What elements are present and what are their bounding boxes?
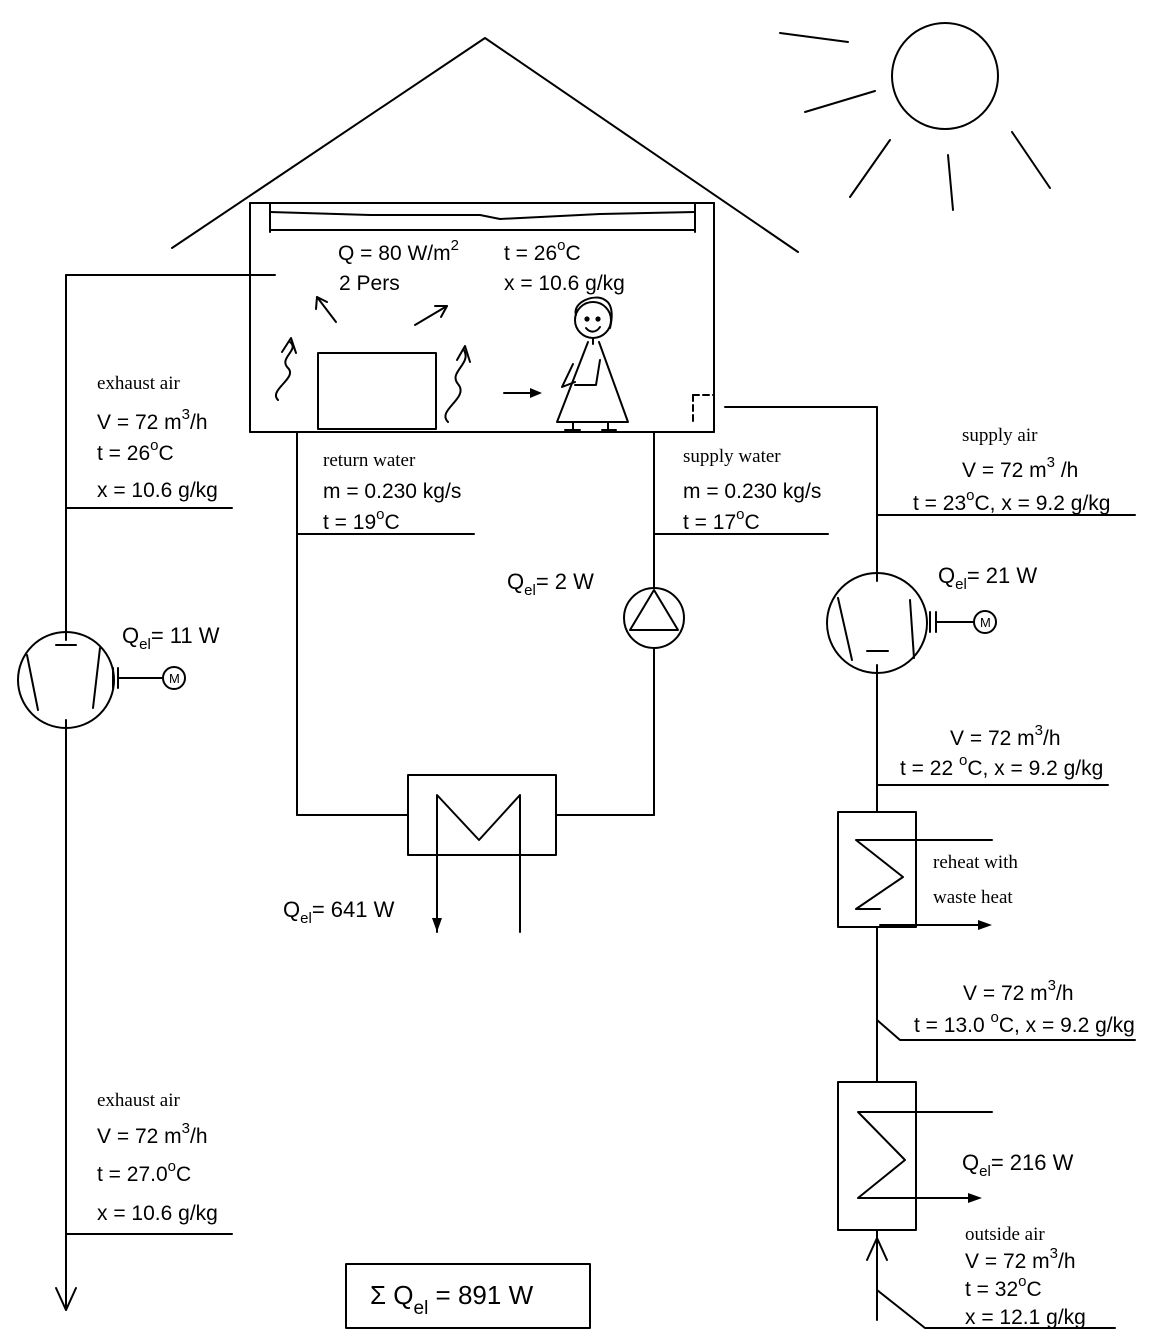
exhaust-duct: [55, 274, 276, 1311]
after-reheat-conditions: t = 22 oC, x = 9.2 g/kg: [900, 752, 1103, 780]
pump-icon: [623, 587, 685, 649]
exhaust-top-flow: V = 72 m3/h: [97, 406, 208, 434]
exhaust-bottom-humidity: x = 10.6 g/kg: [97, 1202, 218, 1225]
room-persons: 2 Pers: [339, 272, 400, 295]
sun-icon: [779, 22, 1051, 211]
outside-air-humidity: x = 12.1 g/kg: [965, 1306, 1086, 1329]
supply-air-title: supply air: [962, 425, 1038, 446]
room-load: Q = 80 W/m2: [338, 237, 459, 265]
exhaust-motor-icon: [162, 666, 186, 690]
supply-motor-icon: [973, 610, 997, 634]
exhaust-motor-label: M: [169, 671, 180, 686]
cooler-icon: [837, 1081, 993, 1231]
exhaust-top-humidity: x = 10.6 g/kg: [97, 479, 218, 502]
chiller-icon: [407, 774, 557, 933]
equipment-box: [317, 352, 437, 430]
pump-power: Qel= 2 W: [507, 569, 594, 599]
supply-water-temperature: t = 17oC: [683, 506, 760, 534]
exhaust-top-temperature: t = 26oC: [97, 437, 174, 465]
exhaust-fan-icon: [17, 631, 163, 729]
exhaust-bottom-temperature: t = 27.0oC: [97, 1158, 191, 1186]
return-water-mass: m = 0.230 kg/s: [323, 480, 461, 503]
room: [249, 202, 715, 433]
outside-air-flow: V = 72 m3/h: [965, 1245, 1076, 1273]
roof: [171, 37, 799, 253]
room-humidity: x = 10.6 g/kg: [504, 272, 625, 295]
chiller-power: Qel= 641 W: [283, 897, 395, 927]
outside-air-temperature: t = 32oC: [965, 1273, 1042, 1301]
room-temperature: t = 26oC: [504, 237, 581, 265]
exhaust-bottom-title: exhaust air: [97, 1090, 181, 1111]
supply-duct: [724, 406, 1136, 1329]
exhaust-fan-power: Qel= 11 W: [122, 623, 220, 653]
supply-air-conditions: t = 23oC, x = 9.2 g/kg: [913, 487, 1110, 515]
supply-air-flow: V = 72 m3 /h: [962, 454, 1078, 482]
supply-water-mass: m = 0.230 kg/s: [683, 480, 821, 503]
exhaust-bottom-flow: V = 72 m3/h: [97, 1120, 208, 1148]
supply-water-title: supply water: [683, 446, 781, 467]
supply-motor-label: M: [980, 615, 991, 630]
reheat-label-line2: waste heat: [933, 887, 1013, 908]
supply-fan-power: Qel= 21 W: [938, 563, 1037, 593]
total-power: Σ Qel = 891 W: [370, 1280, 534, 1319]
after-reheat-flow: V = 72 m3/h: [950, 722, 1061, 750]
after-cooler-conditions: t = 13.0 oC, x = 9.2 g/kg: [914, 1009, 1135, 1037]
outside-air-title: outside air: [965, 1224, 1045, 1245]
exhaust-top-title: exhaust air: [97, 373, 181, 394]
heat-waves-icon: [274, 296, 533, 423]
return-water-temperature: t = 19oC: [323, 506, 400, 534]
water-loop: [296, 431, 829, 816]
cooler-power: Qel= 216 W: [962, 1150, 1074, 1180]
reheat-label-line1: reheat with: [933, 852, 1018, 873]
supply-fan-icon: [826, 572, 975, 674]
person-icon: [556, 296, 629, 431]
reheat-icon: [837, 811, 993, 928]
return-water-title: return water: [323, 450, 416, 471]
total-box: [345, 1263, 591, 1329]
after-cooler-flow: V = 72 m3/h: [963, 977, 1074, 1005]
